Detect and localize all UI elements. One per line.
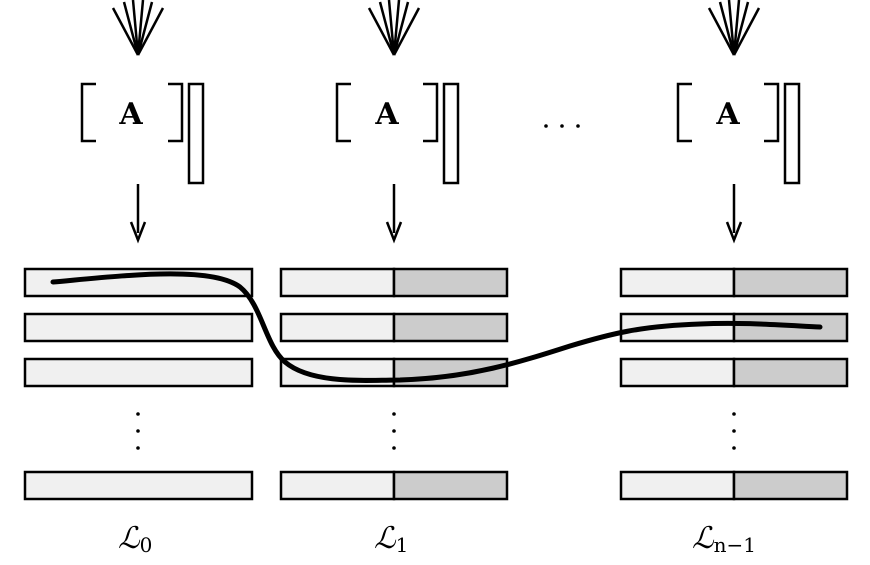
list-0 [23, 267, 254, 501]
vector-column [442, 82, 460, 185]
matrix-label: A [374, 97, 399, 132]
vector-column [187, 82, 205, 185]
list-row [279, 470, 509, 501]
vector-column [783, 82, 801, 185]
path-curve [50, 271, 823, 383]
list-row [23, 312, 254, 343]
matrix-label: A [715, 97, 740, 132]
matrix-a-block: A [676, 82, 801, 185]
list-row [279, 267, 509, 298]
column-n-1: A [619, 0, 849, 557]
list-row [23, 357, 254, 388]
list-n-1 [619, 267, 849, 501]
matrix-a-block: A [80, 82, 205, 185]
list-row [619, 267, 849, 298]
vertical-ellipsis [732, 412, 736, 450]
matrix-label: A [118, 97, 143, 132]
down-arrow-icon [725, 184, 743, 244]
input-fan-icon [707, 0, 761, 56]
list-label: ℒn−1 [692, 521, 756, 557]
list-row [619, 470, 849, 501]
list-row [23, 470, 254, 501]
list-label: ℒ0 [118, 521, 152, 557]
column-1: A [279, 0, 509, 557]
vertical-ellipsis [392, 412, 396, 450]
input-fan-icon [367, 0, 421, 56]
horizontal-ellipsis [544, 124, 580, 128]
list-label: ℒ1 [374, 521, 408, 557]
input-fan-icon [111, 0, 165, 56]
list-1 [279, 267, 509, 501]
column-0: A ℒ0 [23, 0, 254, 557]
down-arrow-icon [385, 184, 403, 244]
down-arrow-icon [129, 184, 147, 244]
list-row [279, 312, 509, 343]
list-row [619, 357, 849, 388]
matrix-a-block: A [335, 82, 460, 185]
vertical-ellipsis [136, 412, 140, 450]
